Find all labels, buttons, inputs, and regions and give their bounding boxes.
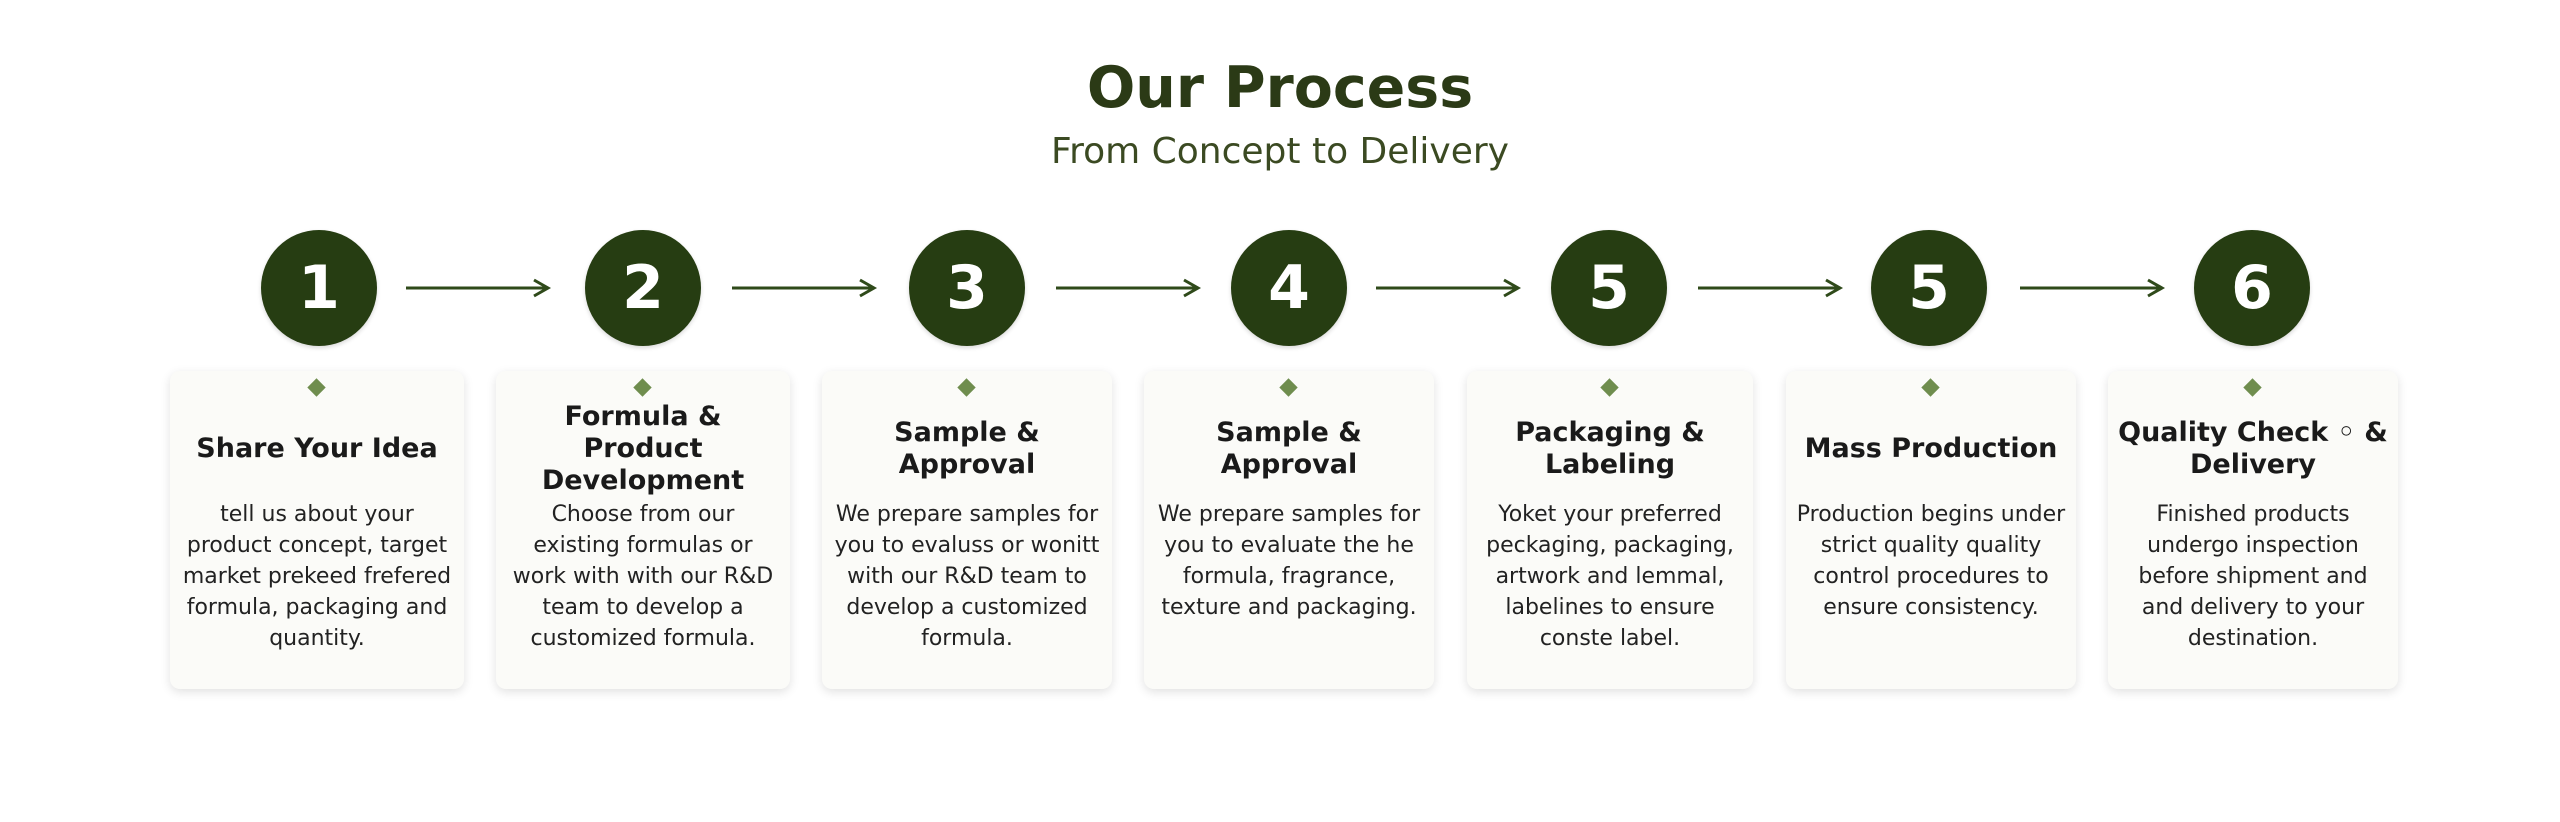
step-description: tell us about your product concept, targ… <box>182 502 452 651</box>
step-number-badge: 1 <box>261 230 377 346</box>
arrow-right-icon <box>1376 278 1526 298</box>
arrow-right-icon <box>1698 278 1848 298</box>
diamond-icon <box>1600 378 1619 397</box>
page-subtitle: From Concept to Delivery <box>1051 131 1509 172</box>
arrow-right-icon <box>406 278 556 298</box>
step-title: Share Your Idea <box>196 433 438 464</box>
diamond-icon <box>1279 378 1298 397</box>
step-number-badge: 5 <box>1551 230 1667 346</box>
step-title: Sample & Approval <box>1216 417 1362 480</box>
step-card: Mass Production Production begins under … <box>1786 371 2076 689</box>
arrow-right-icon <box>1056 278 1206 298</box>
process-step-4: 4 Sample & Approval We prepare samples f… <box>1144 0 1438 822</box>
step-description: Choose from our existing formulas or wor… <box>512 502 774 651</box>
step-card: Quality Check ◦ & Delivery Finished prod… <box>2108 371 2398 689</box>
step-number-badge: 2 <box>585 230 701 346</box>
step-description: Production begins under strict quality q… <box>1796 502 2066 620</box>
step-card: Sample & Approval We prepare samples for… <box>822 371 1112 689</box>
diamond-icon <box>1921 378 1940 397</box>
step-title: Formula & Product Development <box>541 401 745 496</box>
process-step-1: 1 Share Your Idea tell us about your pro… <box>170 0 464 822</box>
diamond-icon <box>957 378 976 397</box>
step-title: Sample & Approval <box>894 417 1040 480</box>
arrow-right-icon <box>732 278 882 298</box>
step-card: Sample & Approval We prepare samples for… <box>1144 371 1434 689</box>
diamond-icon <box>2243 378 2262 397</box>
process-step-2: 2 Formula & Product Development Choose f… <box>496 0 790 822</box>
page-title: Our Process <box>1086 55 1474 121</box>
step-number-badge: 6 <box>2194 230 2310 346</box>
header: Our Process From Concept to Delivery <box>0 48 2560 176</box>
step-title: Packaging & Labeling <box>1515 417 1705 480</box>
step-title: Quality Check ◦ & Delivery <box>2118 417 2388 480</box>
process-step-7: 6 Quality Check ◦ & Delivery Finished pr… <box>2108 0 2402 822</box>
step-number-badge: 5 <box>1871 230 1987 346</box>
step-description: Finished products undergo inspection bef… <box>2138 502 2368 651</box>
step-number-badge: 4 <box>1231 230 1347 346</box>
step-card: Formula & Product Development Choose fro… <box>496 371 790 689</box>
diamond-icon <box>307 378 326 397</box>
step-title: Mass Production <box>1804 433 2058 464</box>
process-step-6: 5 Mass Production Production begins unde… <box>1786 0 2080 822</box>
step-card: Packaging & Labeling Yoket your preferre… <box>1467 371 1753 689</box>
step-description: We prepare samples for you to evaluss or… <box>834 502 1100 651</box>
process-step-5: 5 Packaging & Labeling Yoket your prefer… <box>1467 0 1761 822</box>
step-description: Yoket your preferred peckaging, packagin… <box>1486 502 1734 651</box>
step-card: Share Your Idea tell us about your produ… <box>170 371 464 689</box>
process-step-3: 3 Sample & Approval We prepare samples f… <box>822 0 1116 822</box>
arrow-right-icon <box>2020 278 2170 298</box>
diamond-icon <box>633 378 652 397</box>
step-number-badge: 3 <box>909 230 1025 346</box>
step-description: We prepare samples for you to evaluate t… <box>1157 502 1421 620</box>
